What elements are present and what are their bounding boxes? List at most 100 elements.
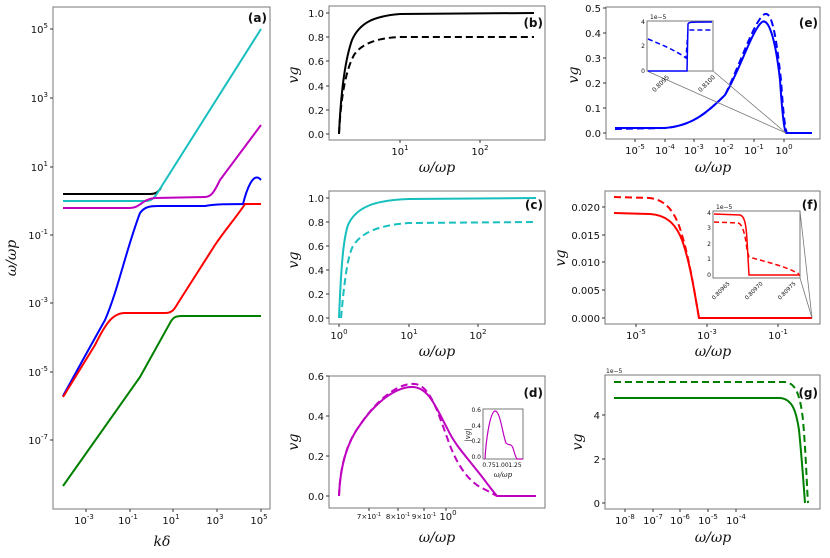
- svg-text:101: 101: [162, 513, 179, 527]
- svg-text:10-5: 10-5: [625, 143, 645, 157]
- panel-g-offset: 1e−5: [606, 368, 623, 375]
- svg-text:0.015: 0.015: [571, 231, 600, 242]
- svg-text:0.020: 0.020: [571, 203, 600, 214]
- svg-text:4: 4: [594, 411, 600, 422]
- curve-dashed: [340, 221, 537, 319]
- svg-text:0.4: 0.4: [471, 423, 481, 430]
- panel-f-xtick-labels: 10-5 10-3 10-1: [626, 328, 788, 342]
- panel-c-ylabel: vg: [286, 252, 302, 269]
- panel-b-xticks: [399, 140, 481, 143]
- panel-e-ytick-labels: 0.00.10.2 0.30.40.5: [585, 4, 601, 140]
- panel-d-xtick-labels: 7×10-1 8×10-1 9×10-1: [357, 512, 436, 521]
- panel-d-inset-ylabel: |vg|: [464, 428, 472, 441]
- svg-text:2: 2: [641, 43, 645, 50]
- svg-text:103: 103: [206, 513, 223, 527]
- panel-d-curves: [338, 382, 536, 497]
- svg-text:3: 3: [707, 225, 711, 232]
- panel-d-frame: [328, 375, 546, 509]
- panel-b-label: (b): [523, 16, 543, 30]
- svg-text:0.5: 0.5: [585, 4, 601, 15]
- panel-a-ylabel: ω/ωp: [4, 240, 20, 277]
- panel-g-yticks: [602, 414, 605, 504]
- panel-g: 1e−5 024 10-8 10-7 10-6 10-5 10-4 ω/ωp v…: [570, 368, 821, 546]
- svg-text:0.2: 0.2: [308, 452, 324, 463]
- svg-text:0: 0: [707, 272, 711, 279]
- panel-g-ytick-labels: 0 2 4: [594, 411, 600, 510]
- svg-text:2: 2: [594, 455, 600, 466]
- panel-a-xtick-labels: 10-3 10-1 101 103 105: [74, 513, 267, 527]
- svg-text:10-2: 10-2: [714, 143, 734, 157]
- svg-text:102: 102: [471, 144, 488, 158]
- panel-b-yticks: [326, 12, 329, 135]
- panel-c-label: (c): [525, 198, 543, 212]
- panel-g-curves: [614, 381, 809, 504]
- panel-f-inset-offset: 1e−5: [716, 204, 733, 211]
- svg-text:0.3: 0.3: [585, 54, 601, 65]
- svg-text:0.80965: 0.80965: [711, 281, 732, 302]
- panel-e-xlabel: ω/ωp: [695, 160, 732, 176]
- panel-b-xtick-labels: 101 102: [391, 144, 488, 158]
- svg-text:0.80970: 0.80970: [744, 281, 765, 302]
- curve-blue-tail: [242, 176, 262, 205]
- panel-c-xticks: [338, 324, 479, 327]
- svg-text:4: 4: [641, 19, 645, 26]
- panel-c-curves: [338, 197, 537, 319]
- panel-f-ylabel: vg: [553, 250, 569, 267]
- panel-f-frame: [604, 190, 821, 325]
- svg-text:0.2: 0.2: [585, 79, 601, 90]
- svg-text:10-3: 10-3: [684, 143, 704, 157]
- svg-text:10-1: 10-1: [118, 513, 138, 527]
- panel-e: 0.00.10.2 0.30.40.5 10-5 10-4 10-3 10-2 …: [566, 4, 821, 176]
- svg-text:105: 105: [31, 22, 48, 36]
- svg-text:1.0: 1.0: [308, 194, 324, 205]
- svg-text:0.80975: 0.80975: [777, 281, 798, 302]
- panel-a: 105 103 101 10-1 10-3 10-5 10-7 10-3 10-…: [4, 6, 271, 550]
- svg-text:10-3: 10-3: [697, 328, 717, 342]
- svg-text:9×10-1: 9×10-1: [412, 512, 436, 521]
- svg-text:105: 105: [250, 513, 267, 527]
- svg-text:10-4: 10-4: [726, 513, 746, 527]
- panel-a-xticks: [85, 509, 262, 512]
- svg-text:10-5: 10-5: [28, 365, 48, 379]
- svg-text:0: 0: [594, 499, 600, 510]
- panel-d-xtick-1: 100: [439, 509, 456, 523]
- panel-b: 0.00.20.4 0.60.81.0 101 102 ω/ωp vg (b): [286, 5, 546, 176]
- svg-text:4: 4: [707, 210, 711, 217]
- svg-text:0.4: 0.4: [308, 82, 324, 93]
- panel-b-ylabel: vg: [286, 67, 302, 84]
- svg-text:0.1: 0.1: [585, 104, 601, 115]
- panel-d-label: (d): [523, 386, 543, 400]
- curve-black: [63, 187, 162, 195]
- svg-text:10-7: 10-7: [28, 433, 48, 447]
- svg-text:10-5: 10-5: [626, 328, 646, 342]
- svg-text:0.0: 0.0: [585, 129, 601, 140]
- panel-g-ylabel: vg: [570, 434, 586, 451]
- svg-text:0.005: 0.005: [571, 286, 600, 297]
- svg-text:7×10-1: 7×10-1: [357, 512, 381, 521]
- panel-d-xlabel: ω/ωp: [419, 530, 456, 546]
- svg-text:100: 100: [775, 143, 792, 157]
- panel-d-ylabel: vg: [286, 434, 302, 451]
- svg-text:1.0: 1.0: [308, 9, 324, 20]
- svg-text:0.8100: 0.8100: [697, 74, 717, 94]
- svg-text:10-3: 10-3: [74, 513, 94, 527]
- panel-f-xlabel: ω/ωp: [695, 344, 732, 360]
- svg-text:1.25: 1.25: [508, 462, 522, 469]
- panel-d-ytick-labels: 0.00.20.40.6: [308, 372, 324, 503]
- svg-text:0.4: 0.4: [308, 412, 324, 423]
- svg-text:1.00: 1.00: [495, 462, 509, 469]
- panel-a-xlabel: kδ: [154, 534, 171, 550]
- panel-e-xtick-labels: 10-5 10-4 10-3 10-2 10-1 100: [625, 143, 792, 157]
- svg-text:0.75: 0.75: [482, 462, 496, 469]
- svg-text:8×10-1: 8×10-1: [386, 512, 410, 521]
- panel-g-frame: [604, 374, 821, 510]
- panel-c-xlabel: ω/ωp: [419, 344, 456, 360]
- panel-a-frame: [52, 6, 271, 510]
- panel-c-xtick-labels: 100 101 102: [330, 328, 486, 342]
- panel-b-ytick-labels: 0.00.20.4 0.60.81.0: [308, 9, 324, 141]
- svg-text:0.6: 0.6: [308, 57, 324, 68]
- panel-a-label: (a): [248, 11, 267, 25]
